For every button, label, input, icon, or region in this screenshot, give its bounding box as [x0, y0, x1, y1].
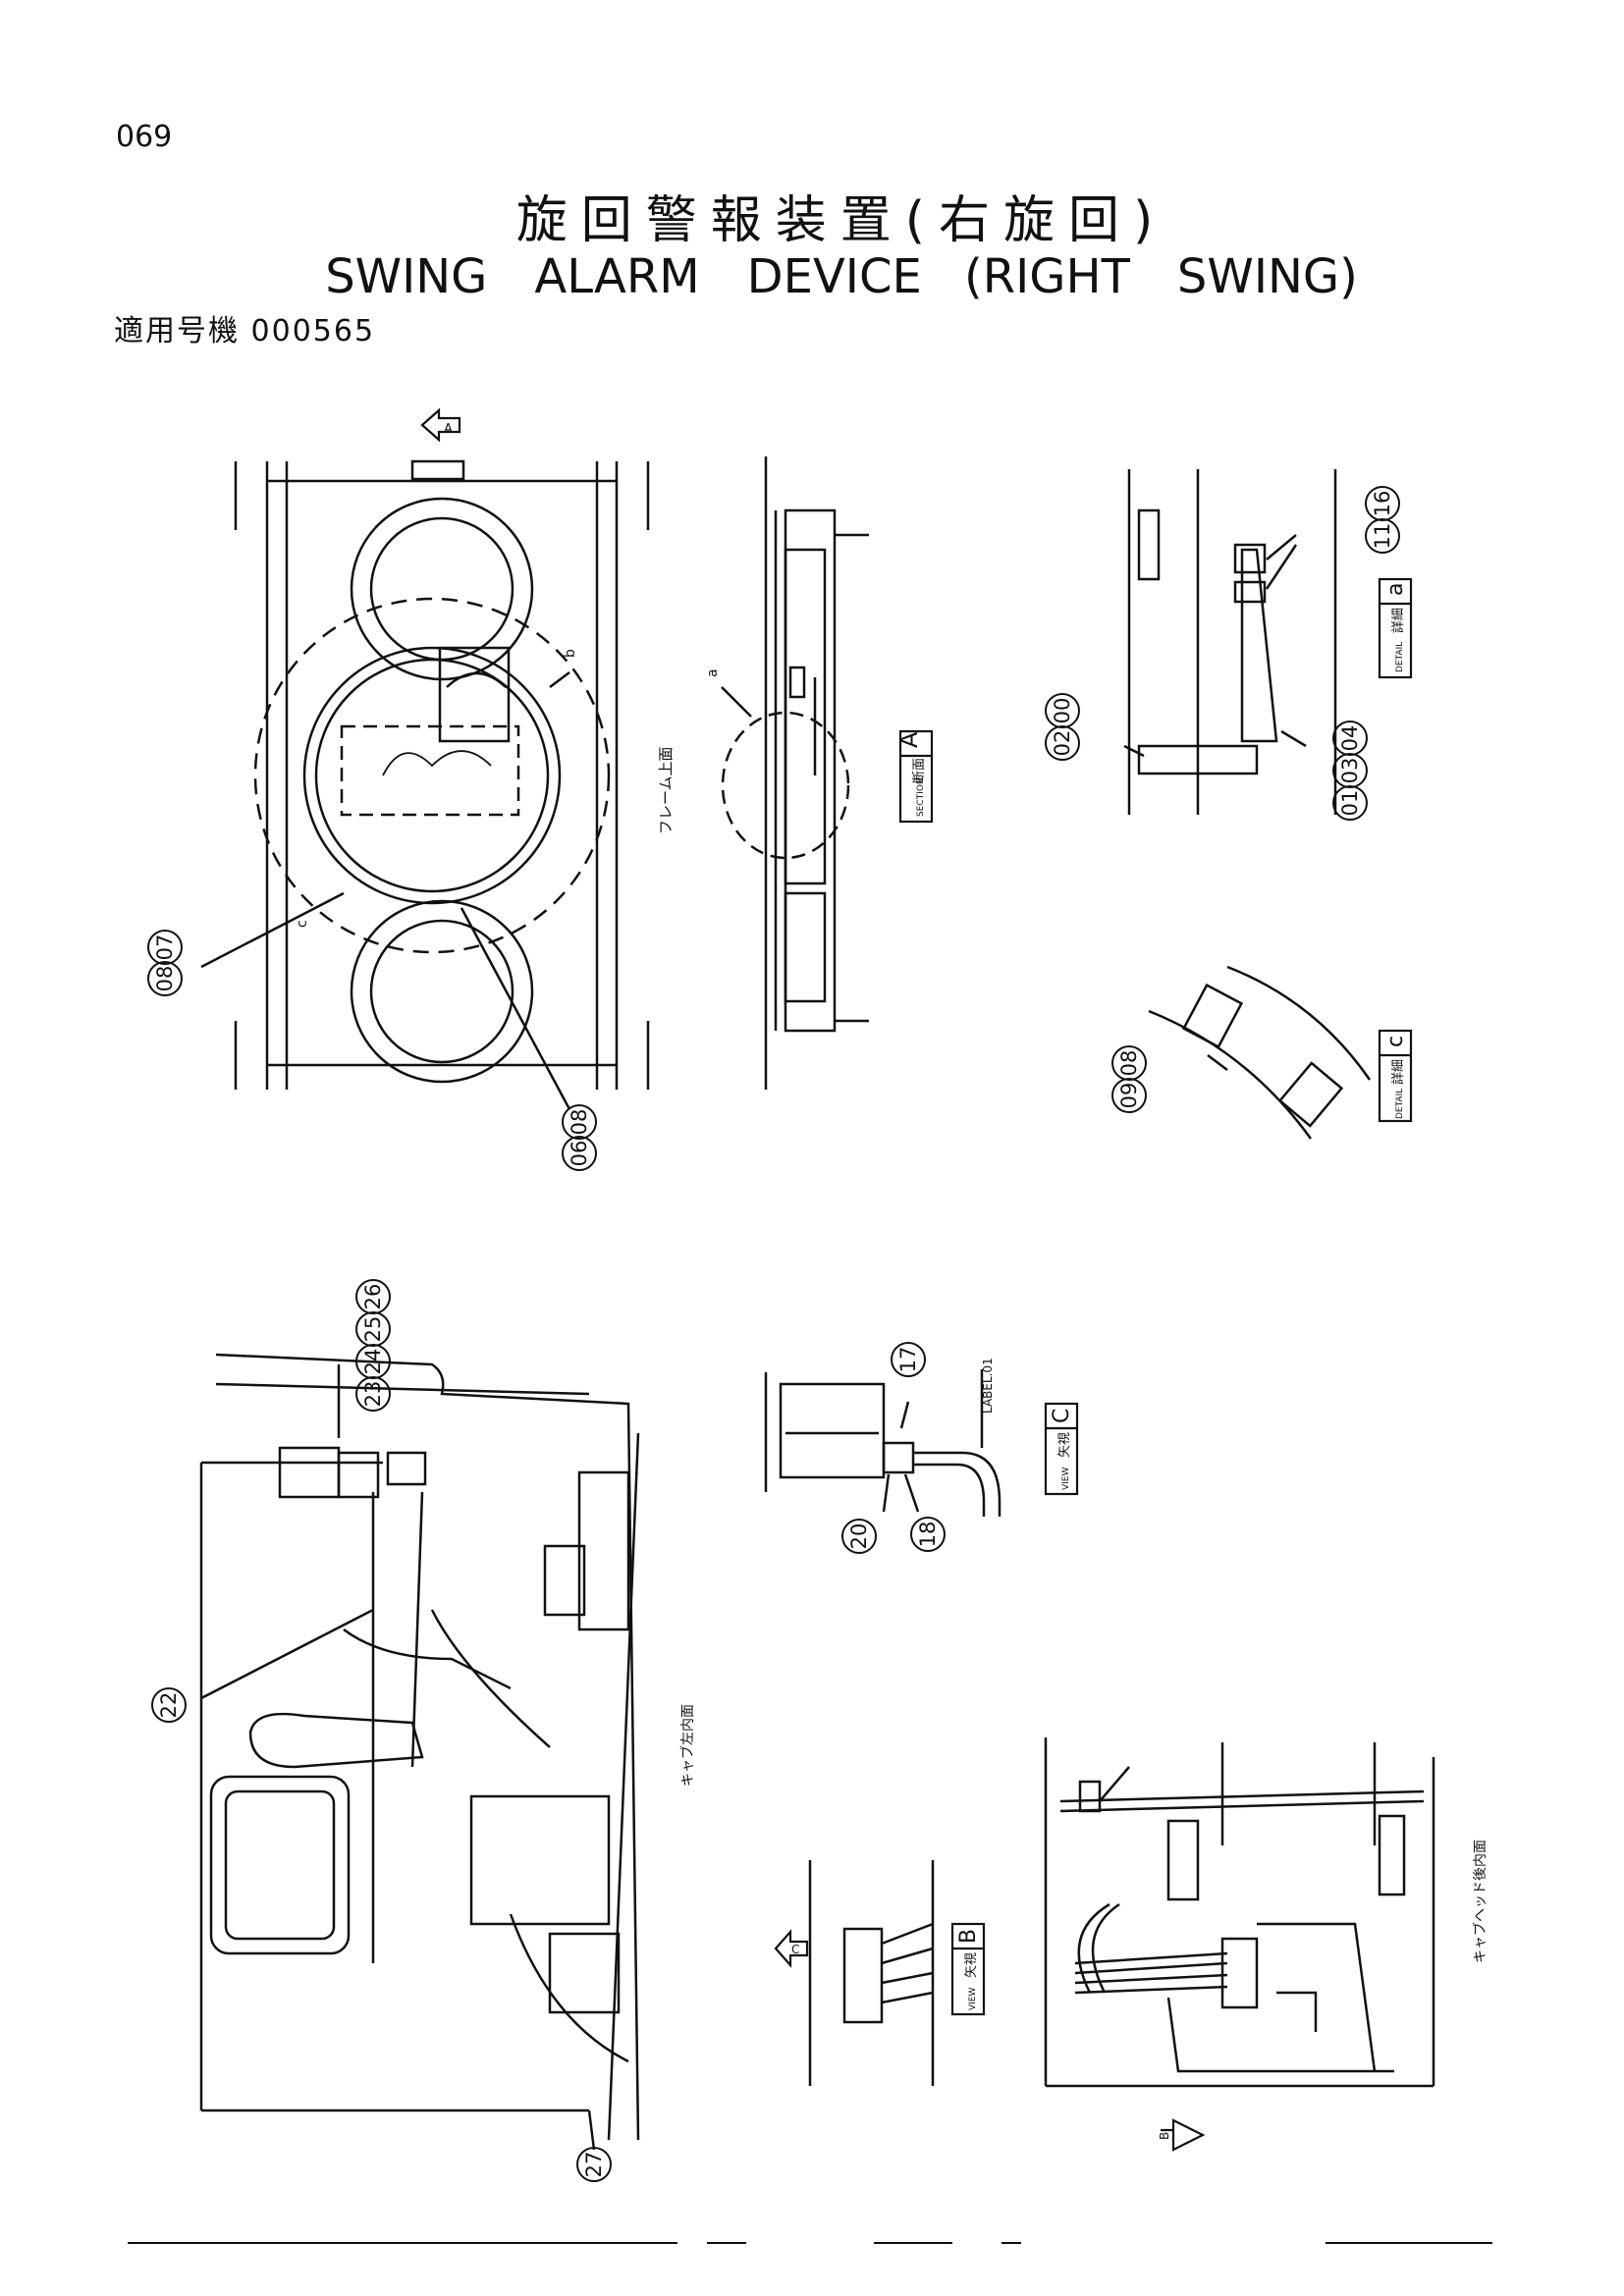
label-callout: LABEL.01 [981, 1358, 995, 1414]
callout-18: 18 [916, 1522, 940, 1548]
callout-01: 01 [1338, 790, 1362, 817]
view-c-en: VIEW [1061, 1468, 1071, 1490]
view-b-jp: 矢視 [964, 1952, 979, 1978]
detail-a-letter: a [1383, 583, 1408, 596]
detail-c-letter: c [1383, 1036, 1408, 1047]
callout-22: 22 [157, 1692, 181, 1719]
callout-25: 25 [361, 1316, 385, 1343]
callout-07: 07 [153, 934, 177, 961]
callout-27: 27 [582, 2152, 606, 2178]
title-english: SWING ALARM DEVICE (RIGHT SWING) [325, 249, 1358, 304]
title-japanese: 旋回警報装置(右旋回) [515, 191, 1167, 250]
callout-02: 02 [1051, 730, 1074, 757]
section-a-jp: 断面 [912, 758, 927, 783]
frame-top-view [200, 407, 650, 1110]
cab-left-view [199, 1353, 640, 2151]
cab-rear-caption: キャブヘッド後内面 [1472, 1840, 1489, 1963]
callout-24: 24 [361, 1349, 385, 1375]
callout-11: 11 [1371, 523, 1394, 550]
view-c-view [764, 1369, 1079, 1517]
callout-26: 26 [361, 1284, 385, 1310]
leader-b-letter: b [563, 649, 578, 658]
callout-20: 20 [847, 1523, 871, 1550]
section-a-en: SECTION [916, 777, 926, 817]
page-number: 069 [116, 120, 173, 154]
callout-09: 09 [1117, 1083, 1141, 1109]
applicable-serial: 適用号機 000565 [114, 314, 376, 348]
callout-08: 08 [153, 966, 177, 992]
cab-left-caption: キャブ左内面 [679, 1704, 696, 1787]
callout-23: 23 [361, 1381, 385, 1408]
view-b-en: VIEW [968, 1988, 978, 2010]
detail-a-view [1123, 469, 1413, 815]
arrow-b-letter: B [1158, 2132, 1171, 2140]
callout-04: 04 [1338, 725, 1362, 752]
view-c-jp: 矢視 [1057, 1432, 1072, 1458]
leader-c-letter: c [295, 920, 310, 928]
callout-03: 03 [1338, 758, 1362, 784]
view-c-letter: C [1050, 1409, 1074, 1423]
detail-a-en: DETAIL [1395, 642, 1405, 672]
detail-c-view [1148, 965, 1413, 1140]
frame-top-caption: フレーム上面 [657, 746, 675, 834]
section-a-view [721, 456, 934, 1090]
callout-08: 08 [1117, 1050, 1141, 1077]
section-a-letter: A [895, 731, 923, 748]
callout-17: 17 [896, 1347, 920, 1373]
arrow-c-letter: C [791, 1943, 799, 1956]
callout-16: 16 [1371, 491, 1394, 517]
leader-a-letter: a [705, 668, 721, 677]
detail-c-jp: 詳細 [1390, 1059, 1406, 1085]
view-b-view [774, 1860, 986, 2086]
cab-rear-view [1044, 1737, 1435, 2152]
callout-08: 08 [568, 1109, 591, 1136]
detail-c-en: DETAIL [1395, 1089, 1405, 1119]
callout-00: 00 [1051, 698, 1074, 724]
detail-a-jp: 詳細 [1390, 608, 1406, 633]
view-b-letter: B [956, 1929, 981, 1944]
arrow-a-letter: A [444, 422, 453, 437]
callout-06: 06 [568, 1141, 591, 1167]
